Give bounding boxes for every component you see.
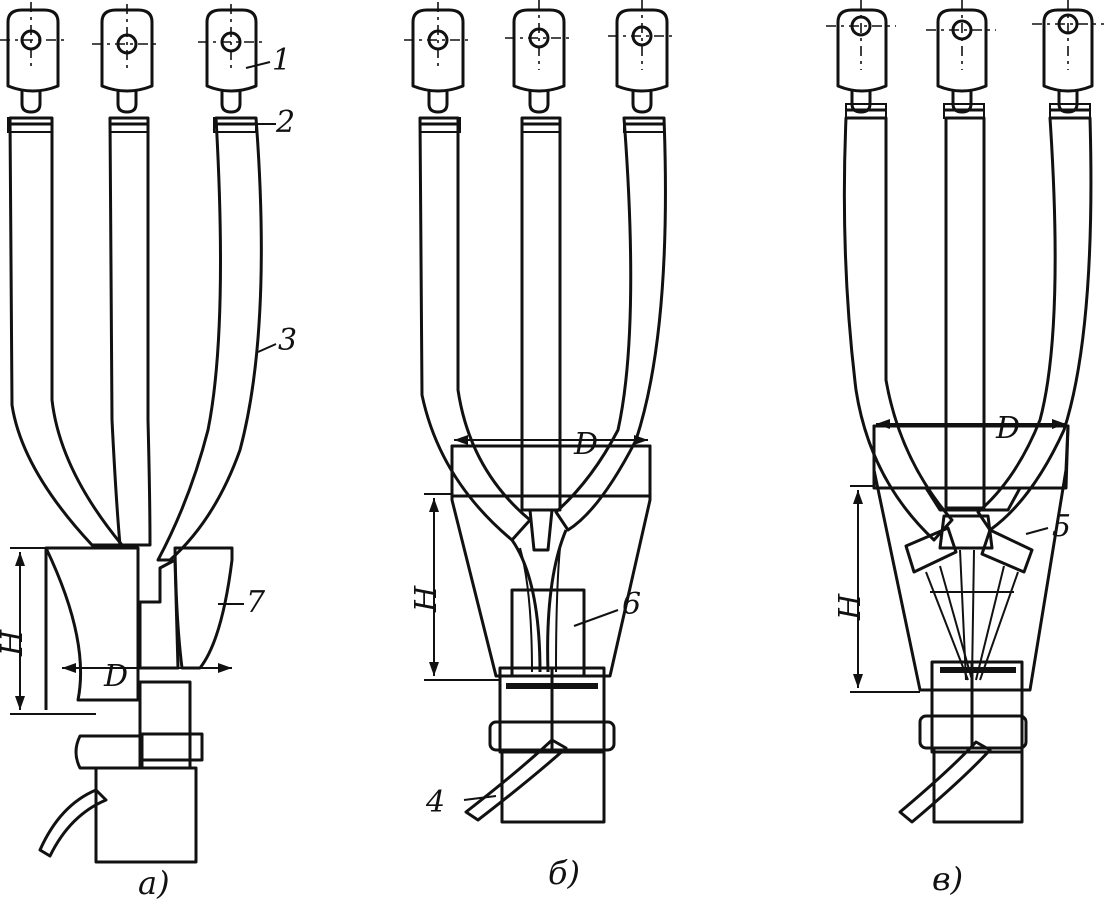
lug-a-left [0, 2, 68, 114]
figure-b: H D [404, 0, 676, 824]
cable-sheath-b [500, 748, 606, 824]
core-b-right [554, 116, 667, 532]
dim-height-v: H [833, 593, 868, 621]
gland-v [930, 660, 1024, 754]
core-v-left [842, 116, 954, 542]
caption-v: в) [932, 860, 963, 898]
callout-4: 4 [425, 785, 445, 820]
core-a-left [8, 116, 124, 547]
dim-diameter-v: D [995, 411, 1020, 446]
cable-sheath-v [932, 746, 1024, 824]
funnel-v-filling [872, 424, 1070, 692]
splice-collars-v [904, 514, 1034, 574]
caption-a: а) [138, 864, 170, 902]
callout-3: 3 [278, 323, 297, 358]
cable-sheath-a [94, 766, 198, 864]
gland-a [138, 680, 192, 770]
figure-v: H D [826, 0, 1104, 824]
funnel-a-right-filling [173, 546, 234, 670]
core-a-middle [108, 116, 152, 547]
core-v-middle [944, 116, 986, 510]
caption-b: б) [548, 854, 580, 892]
core-a-right [156, 116, 263, 562]
callout-5: 5 [1052, 509, 1071, 544]
figure-a: H D [0, 2, 266, 864]
lug-b-right [608, 0, 676, 114]
lug-a-middle [92, 4, 160, 114]
callout-7: 7 [246, 585, 266, 620]
lug-v-right [1032, 0, 1104, 114]
lug-a-right [198, 4, 266, 114]
funnel-a-left [44, 546, 140, 702]
core-v-right [976, 116, 1093, 532]
lug-v-middle [926, 0, 996, 114]
callouts: 1 2 3 4 5 6 7 [218, 43, 1071, 820]
dim-diameter-a: D [103, 659, 128, 694]
core-b-middle [520, 116, 562, 512]
core-b-left [418, 116, 532, 542]
lug-b-middle [505, 0, 573, 114]
dim-height-a: H [0, 629, 30, 657]
callout-6: 6 [622, 587, 641, 622]
dim-diameter-b: D [573, 427, 598, 462]
callout-2: 2 [275, 105, 295, 140]
callout-1: 1 [272, 43, 291, 78]
lug-b-left [404, 2, 472, 114]
funnel-b-filling [450, 444, 652, 678]
dim-height-b: H [409, 585, 444, 613]
lug-v-left [826, 0, 896, 114]
